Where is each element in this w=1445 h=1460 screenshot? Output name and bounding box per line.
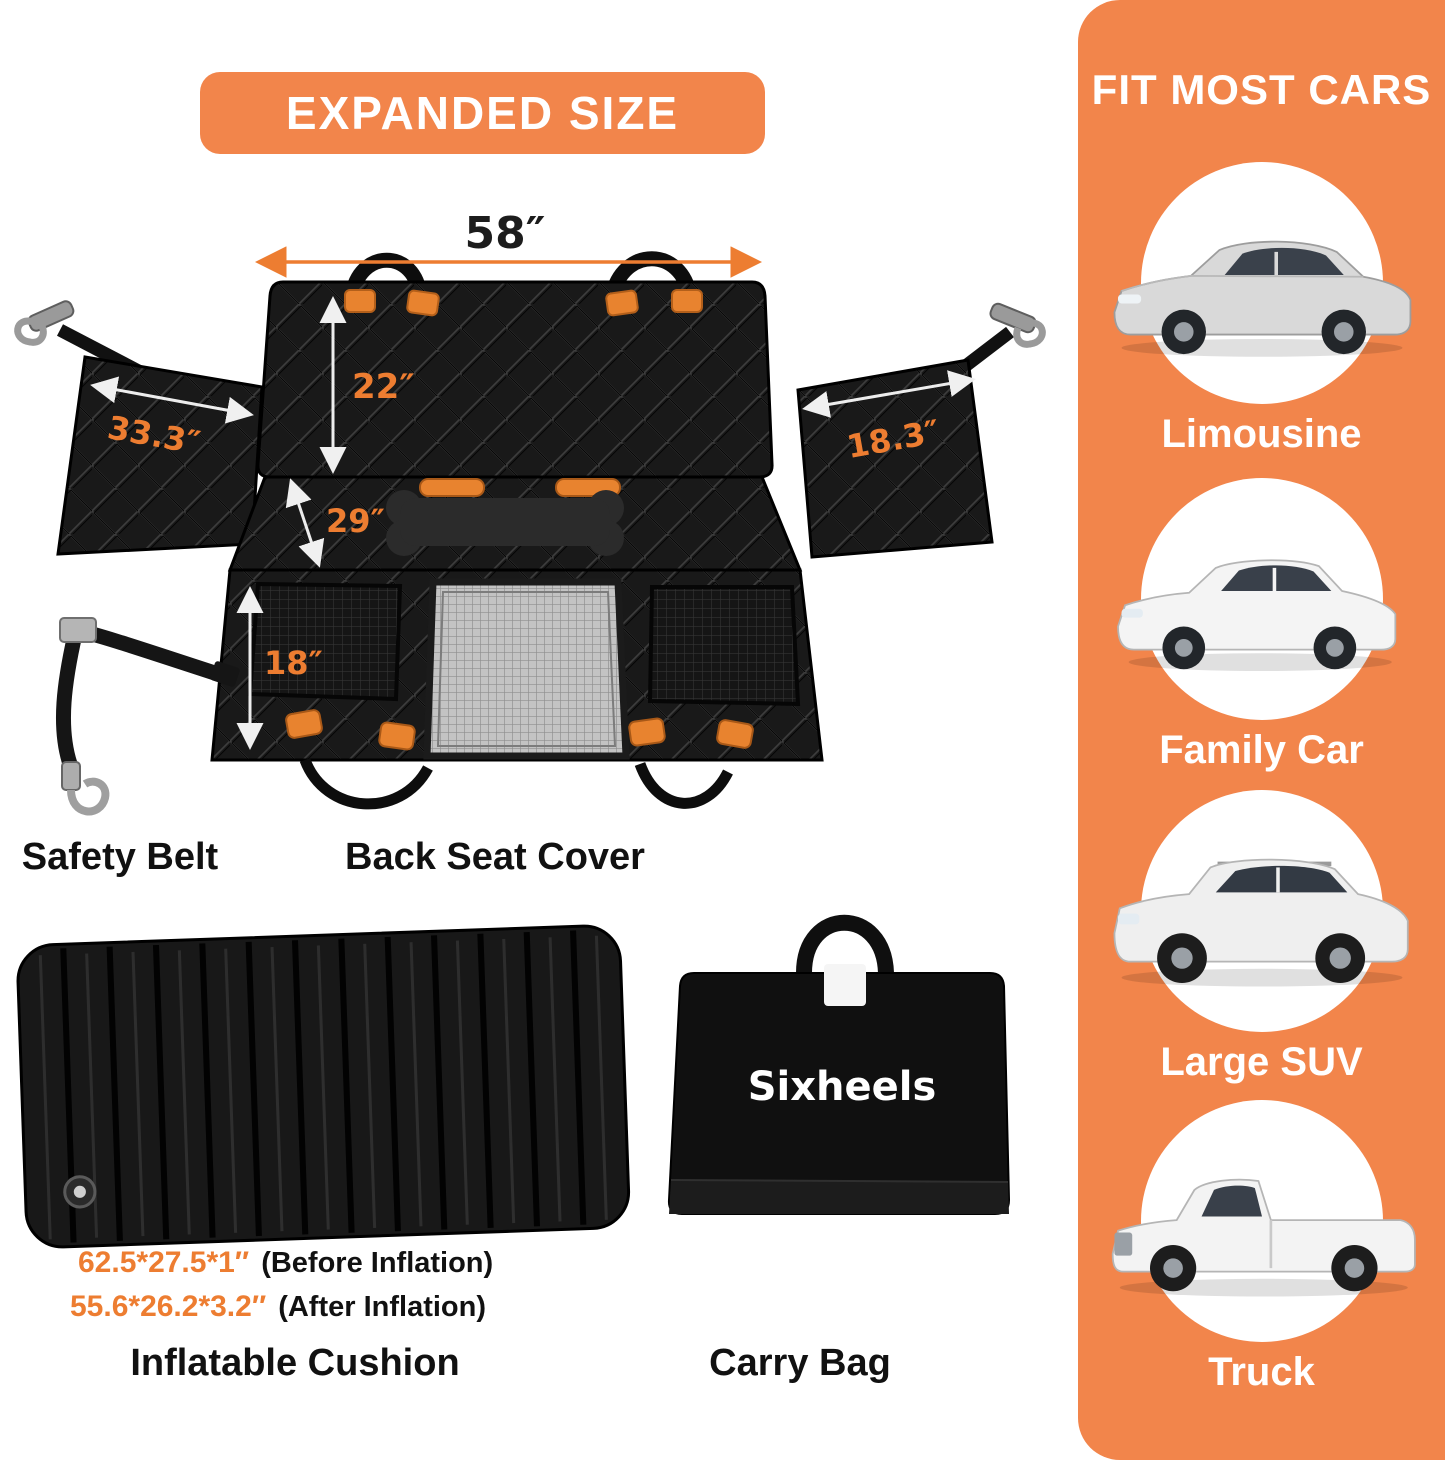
expanded-size-banner: EXPANDED SIZE: [200, 72, 765, 154]
front-height-dimension-label: 18″: [264, 644, 323, 682]
pickup-truck-icon: [1111, 1178, 1416, 1297]
car-label-family-car: Family Car: [1159, 728, 1364, 772]
car-label-limousine: Limousine: [1161, 412, 1362, 456]
front-panel: 18″: [210, 568, 824, 762]
safety-belt-label: Safety Belt: [21, 836, 219, 878]
right-side-flap: 18.3″: [796, 358, 994, 559]
buckle-icon: [344, 289, 376, 313]
before-inflation-size: 62.5*27.5*1″: [78, 1246, 250, 1279]
car-photo-circle: [1113, 790, 1409, 1032]
after-inflation-size: 55.6*26.2*3.2″: [70, 1290, 267, 1323]
car-photo-circle: [1113, 162, 1411, 404]
cushion-size-after: 55.6*26.2*3.2″ (After Inflation): [70, 1290, 486, 1324]
car-photo-circle: [1116, 478, 1396, 720]
top-width-dimension-label: 58″: [465, 212, 546, 259]
cushion-ribs: [60, 930, 587, 1243]
sedan-car-icon: [1113, 240, 1411, 357]
bag-handle: [796, 914, 894, 974]
seat-depth-dimension-label: 29″: [326, 502, 385, 540]
bottom-straps: [299, 757, 733, 810]
handle-patch: [824, 964, 866, 1006]
car-label-large-suv: Large SUV: [1160, 1040, 1363, 1084]
before-inflation-note: (Before Inflation): [261, 1247, 494, 1279]
hatchback-car-icon: [1116, 559, 1396, 671]
carry-bag-illustration: Sixheels: [667, 914, 1011, 1215]
car-item-limousine: Limousine: [1078, 162, 1445, 457]
belt-adjuster-icon: [59, 617, 97, 643]
backrest-panel: [256, 280, 774, 479]
car-item-truck: Truck: [1078, 1100, 1445, 1395]
carry-bag-label: Carry Bag: [709, 1342, 891, 1384]
fit-most-cars-sidebar: FIT MOST CARS Limousine: [1078, 0, 1445, 1460]
buckle-icon: [628, 717, 666, 747]
seat-panel: 29″: [227, 475, 803, 572]
back-seat-cover-illustration: 33.3″ 18.3″: [14, 212, 1046, 810]
buckle-icon: [605, 289, 639, 317]
backrest-height-dimension-label: 22″: [352, 367, 415, 407]
cushion-size-before: 62.5*27.5*1″ (Before Inflation): [78, 1246, 493, 1280]
bone-mat-icon: [386, 490, 624, 556]
buckle-icon: [716, 719, 754, 749]
buckle-icon: [671, 289, 703, 313]
left-side-flap: 33.3″: [56, 355, 264, 556]
handle-strap-icon: [419, 478, 485, 497]
car-label-truck: Truck: [1208, 1350, 1315, 1394]
mesh-window: [423, 578, 630, 760]
buckle-icon: [378, 721, 416, 751]
buckle-icon: [406, 289, 440, 317]
back-seat-cover-label: Back Seat Cover: [345, 836, 645, 878]
suv-car-icon: [1113, 858, 1409, 987]
car-photo-circle: [1111, 1100, 1416, 1342]
car-item-family-car: Family Car: [1078, 478, 1445, 773]
sidebar-title: FIT MOST CARS: [1091, 66, 1432, 113]
carry-bag-brand: Sixheels: [748, 1064, 937, 1110]
car-item-large-suv: Large SUV: [1078, 790, 1445, 1085]
inflatable-cushion-label: Inflatable Cushion: [130, 1342, 460, 1384]
inflatable-cushion-illustration: [6, 911, 642, 1273]
belt-hook-icon: [67, 777, 110, 816]
after-inflation-note: (After Inflation): [278, 1291, 487, 1323]
buckle-icon: [285, 709, 323, 739]
belt-latch-icon: [61, 761, 81, 791]
top-width-dimension: 58″: [255, 212, 762, 278]
right-mesh-pocket: [647, 585, 801, 707]
banner-title: EXPANDED SIZE: [285, 87, 680, 139]
backrest-height-dimension: 22″: [319, 296, 415, 474]
safety-belt-illustration: [56, 617, 240, 816]
